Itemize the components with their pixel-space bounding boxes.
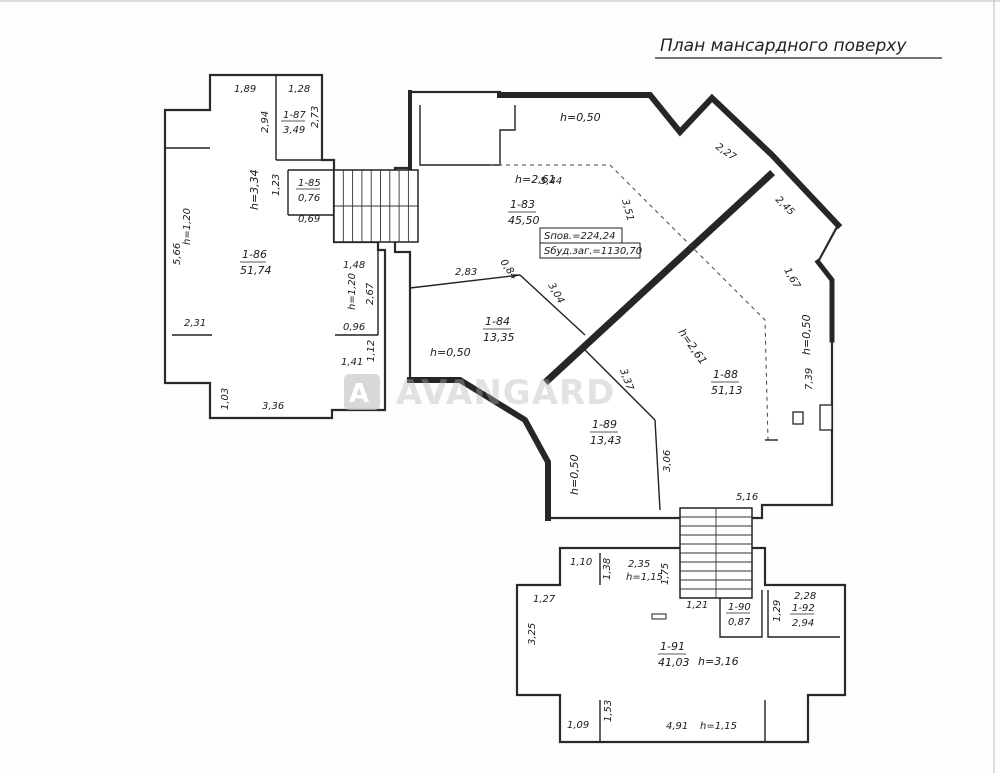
eave-line-1: [490, 164, 769, 441]
window-east: [819, 404, 833, 431]
dimension-label: 1,89: [234, 84, 256, 95]
watermark-logo-letter: A: [349, 379, 369, 409]
height-label: h=1,15: [700, 721, 737, 732]
wall-184-diag: [519, 274, 586, 336]
plan-title: План мансардного поверху: [660, 36, 907, 56]
wall-188-189: [584, 349, 656, 421]
room-num-184: 1-84: [485, 315, 510, 328]
dimension-label: 1,29: [772, 600, 783, 622]
dimension-label: 1,27: [533, 594, 556, 605]
room-area-188: 51,13: [711, 384, 743, 397]
dimension-label: 7,39: [804, 368, 815, 390]
dimension-label: 1,12: [366, 340, 377, 362]
dimension-label: 1,21: [686, 600, 708, 611]
dimension-label: 3,25: [527, 623, 538, 645]
watermark-logo-icon: [344, 374, 380, 410]
dimension-label: 1,75: [660, 563, 671, 585]
dimension-label: 1,38: [602, 558, 613, 580]
room-area-191: 41,03: [658, 656, 690, 669]
dimension-label: 4,91: [666, 721, 688, 732]
height-label: h=0,50: [430, 346, 471, 359]
room-num-190: 1-90: [728, 602, 751, 613]
room-area-190: 0,87: [728, 617, 751, 628]
dimension-label: 5,16: [736, 492, 758, 503]
dimension-label: 1,48: [343, 260, 365, 271]
room-num-185: 1-85: [298, 178, 321, 189]
height-label: h=0,50: [568, 454, 581, 495]
room-num-191: 1-91: [660, 640, 685, 653]
dimension-label: 1,28: [288, 84, 310, 95]
dimension-label: 0,69: [298, 214, 320, 225]
hatch-marker: [651, 613, 667, 620]
dimension-label: 0,96: [343, 322, 365, 333]
lower-staircase: [679, 507, 753, 599]
wall-183-184: [409, 274, 521, 289]
room-num-186: 1-86: [242, 248, 267, 261]
wall-90: [719, 590, 763, 638]
room-area-189: 13,43: [590, 434, 622, 447]
height-label: h=1,15: [626, 572, 663, 583]
chimney-marker: [792, 411, 804, 425]
room-area-185: 0,76: [298, 193, 320, 204]
room-labels: 1-86 51,74 1-87 3,49 1-85 0,76 1-83 45,5…: [240, 110, 815, 669]
height-label: h=0,50: [800, 314, 813, 355]
wall-189-right: [654, 419, 661, 511]
dimension-label: 5,66: [172, 243, 183, 265]
dimension-label: 2,83: [455, 267, 477, 278]
height-label: h=1,20: [347, 273, 358, 310]
watermark: A AVANGARD: [344, 373, 615, 413]
area-summary: Sпов.=224,24 Sбуд.заг.=1130,70: [539, 227, 642, 259]
height-label: h=0,50: [560, 111, 601, 124]
dimension-label: 1,09: [567, 720, 589, 731]
left-wing: [163, 73, 387, 420]
dimension-label: 2,67: [365, 282, 376, 305]
left-wing-outline: [163, 73, 387, 420]
wall-diag-main: [543, 170, 775, 385]
height-label: h=3,16: [698, 655, 739, 668]
room-num-188: 1-88: [713, 368, 738, 381]
dimension-label: 2,28: [794, 591, 816, 602]
central-block: [393, 90, 843, 521]
sw-wall-heavy: [407, 377, 551, 521]
summary-s-bud: Sбуд.заг.=1130,70: [544, 245, 642, 257]
dimension-label: 2,35: [628, 559, 650, 570]
height-label: h=3,34: [248, 169, 261, 210]
north-wall-heavy: [497, 92, 843, 230]
dimension-label: 2,31: [184, 318, 206, 329]
dimension-label: 1,41: [341, 357, 363, 368]
room-num-192: 1-92: [792, 603, 815, 614]
wall-alcove-top: [419, 105, 516, 166]
upper-staircase: [333, 169, 419, 243]
dimension-label: 5,44: [540, 176, 562, 187]
dimension-label: 1,03: [220, 388, 231, 410]
room-area-187: 3,49: [283, 125, 305, 136]
wall-92: [767, 590, 840, 638]
room-area-192: 2,94: [792, 618, 814, 629]
room-num-183: 1-83: [510, 198, 535, 211]
room-area-184: 13,35: [483, 331, 515, 344]
room-num-189: 1-89: [592, 418, 617, 431]
east-wall-heavy: [814, 258, 835, 343]
height-label: h=1,20: [182, 208, 193, 245]
dimension-label: 3,36: [262, 401, 284, 412]
room-num-187: 1-87: [283, 110, 306, 121]
south-block: [515, 546, 847, 744]
room-area-183: 45,50: [508, 214, 540, 227]
dimension-label: 2,73: [310, 106, 321, 128]
watermark-text: AVANGARD: [396, 373, 615, 413]
summary-s-pov: Sпов.=224,24: [544, 231, 615, 242]
south-outline: [515, 546, 847, 744]
dimension-label: 1,53: [603, 700, 614, 722]
dimension-label: 1,23: [271, 174, 282, 196]
dimension-label: 3,06: [662, 450, 673, 472]
dimension-label: 2,94: [260, 111, 271, 133]
room-area-186: 51,74: [240, 264, 272, 277]
dimension-label: 1,10: [570, 557, 592, 568]
height-label: h=2,61: [515, 173, 556, 186]
